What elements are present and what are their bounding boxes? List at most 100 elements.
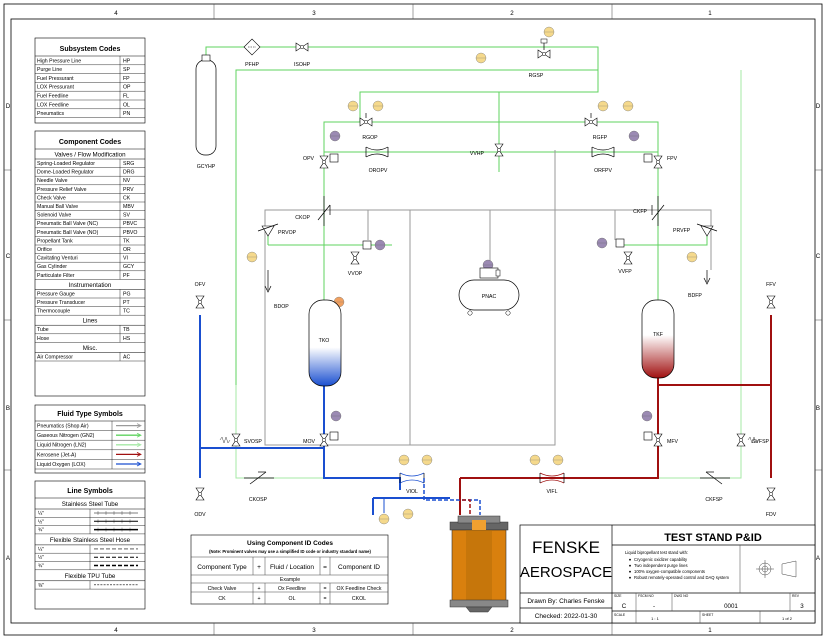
component-rows: Valves / Flow ModificationSpring-Loaded … xyxy=(35,148,145,362)
pressure-gauge xyxy=(421,454,433,466)
row-label: B xyxy=(816,405,820,412)
viol-venturi[interactable] xyxy=(399,472,425,484)
air-compressor[interactable] xyxy=(458,267,520,316)
pressure-gauge xyxy=(347,100,359,112)
pressure-gauge xyxy=(246,251,258,263)
component-name: Orifice xyxy=(37,247,52,253)
vvop-solenoid[interactable] xyxy=(362,240,372,250)
vvfp-valve[interactable] xyxy=(623,251,633,265)
subsystem-code: FL xyxy=(123,94,129,100)
orfpv-orifice[interactable] xyxy=(591,146,615,158)
engine-chamber[interactable] xyxy=(449,515,509,613)
pressure-transducer xyxy=(329,130,341,142)
component-row: Pneumatic Ball Valve (NO)PBVO xyxy=(35,227,145,237)
checked-date: Checked: 2022-01-30 xyxy=(535,613,598,620)
vvop-valve[interactable] xyxy=(350,251,360,265)
fpv-solenoid[interactable] xyxy=(643,153,653,163)
mov-valve[interactable] xyxy=(319,433,329,447)
bullet-text: Robust remotely-operated control and DAQ… xyxy=(634,575,729,580)
oropv-orifice[interactable] xyxy=(365,146,389,158)
gas-cylinder[interactable] xyxy=(195,54,217,156)
mov-solenoid[interactable] xyxy=(329,431,339,441)
size-value: C xyxy=(622,603,627,610)
pressure-gauge xyxy=(552,454,564,466)
isohp-valve[interactable] xyxy=(295,42,309,52)
col-label: 2 xyxy=(510,627,514,634)
line-size: ⅜" xyxy=(38,583,44,589)
pressure-gauge xyxy=(622,100,634,112)
fdv-valve[interactable] xyxy=(766,487,776,501)
component-name: Manual Ball Valve xyxy=(37,204,78,210)
fpv-valve[interactable] xyxy=(653,155,663,169)
ofv-valve[interactable] xyxy=(195,295,205,309)
company-name-line2: AEROSPACE xyxy=(520,564,612,581)
frame-labels: 4 3 2 1 4 3 2 1 D C B A D C B A xyxy=(6,10,821,634)
bdfp-arrow xyxy=(703,270,711,285)
ckfsp-check-valve[interactable] xyxy=(700,471,730,485)
fluid-row: Liquid Oxygen (LOX) xyxy=(35,459,145,470)
rev-value: 3 xyxy=(800,603,804,610)
ckop-check-valve[interactable] xyxy=(317,196,331,226)
fluid-name: Kerosene (Jet-A) xyxy=(37,452,76,458)
svosp-valve[interactable] xyxy=(231,433,241,447)
rgsp-regulator[interactable] xyxy=(537,38,551,59)
ckosp-label: CKOSP xyxy=(249,497,268,503)
rgfp-regulator[interactable] xyxy=(584,113,598,127)
component-code: CK xyxy=(123,195,131,201)
id-row-cell: + xyxy=(257,586,260,592)
component-section-header: Instrumentation xyxy=(35,282,145,290)
component-name: Pressure Transducer xyxy=(37,300,85,306)
subsystem-code: PN xyxy=(123,111,130,117)
particulate-filter[interactable] xyxy=(243,38,261,56)
row-label: D xyxy=(816,103,821,110)
ckfp-check-valve[interactable] xyxy=(651,196,665,226)
ckosp-check-valve[interactable] xyxy=(244,471,274,485)
id-row-cell: CK xyxy=(218,596,226,602)
component-name: Hose xyxy=(37,336,49,342)
pressure-gauge xyxy=(398,454,410,466)
fluid-symbols-title: Fluid Type Symbols xyxy=(57,411,123,418)
pressure-gauge xyxy=(475,52,487,64)
line-symbol-row: ⅜" xyxy=(35,580,145,590)
prvop-label: PRVOP xyxy=(278,230,297,236)
fluid-name: Liquid Nitrogen (LN2) xyxy=(37,443,87,449)
subsystem-code: HP xyxy=(123,58,131,64)
vvhp-valve[interactable] xyxy=(494,143,504,157)
rgop-label: RGOP xyxy=(362,135,378,141)
component-row: Pneumatic Ball Valve (NC)PBVC xyxy=(35,219,145,229)
kerosene-tank[interactable] xyxy=(641,299,675,379)
prvop-relief-valve[interactable] xyxy=(257,223,279,237)
vvfp-solenoid[interactable] xyxy=(615,238,625,248)
rgfp-label: RGFP xyxy=(593,135,608,141)
lox-tank[interactable] xyxy=(308,299,342,387)
subsystem-codes-title: Subsystem Codes xyxy=(60,46,121,53)
id-head-eq: = xyxy=(323,564,327,571)
mfv-valve[interactable] xyxy=(653,433,663,447)
rgop-regulator[interactable] xyxy=(359,113,373,127)
opv-valve[interactable] xyxy=(319,155,329,169)
ffv-valve[interactable] xyxy=(766,295,776,309)
projection-symbol xyxy=(756,560,797,578)
description-bullet: Cryogenic oxidizer capability xyxy=(629,557,688,562)
prvfp-relief-valve[interactable] xyxy=(696,223,718,237)
odv-valve[interactable] xyxy=(195,487,205,501)
id-row-cell: + xyxy=(257,596,260,602)
pnac-label: PNAC xyxy=(482,294,497,300)
mfv-solenoid[interactable] xyxy=(643,431,653,441)
id-row-cell: Check Valve xyxy=(208,586,237,592)
fluid-arrow xyxy=(136,423,142,428)
vifl-venturi[interactable] xyxy=(539,472,565,484)
svfsp-valve[interactable] xyxy=(736,433,746,447)
vvop-label: VVOP xyxy=(348,271,363,277)
size-label: SIZE xyxy=(614,594,622,598)
scale-label: SCALE xyxy=(614,613,626,617)
component-code: PBVC xyxy=(123,221,137,227)
opv-solenoid[interactable] xyxy=(329,153,339,163)
